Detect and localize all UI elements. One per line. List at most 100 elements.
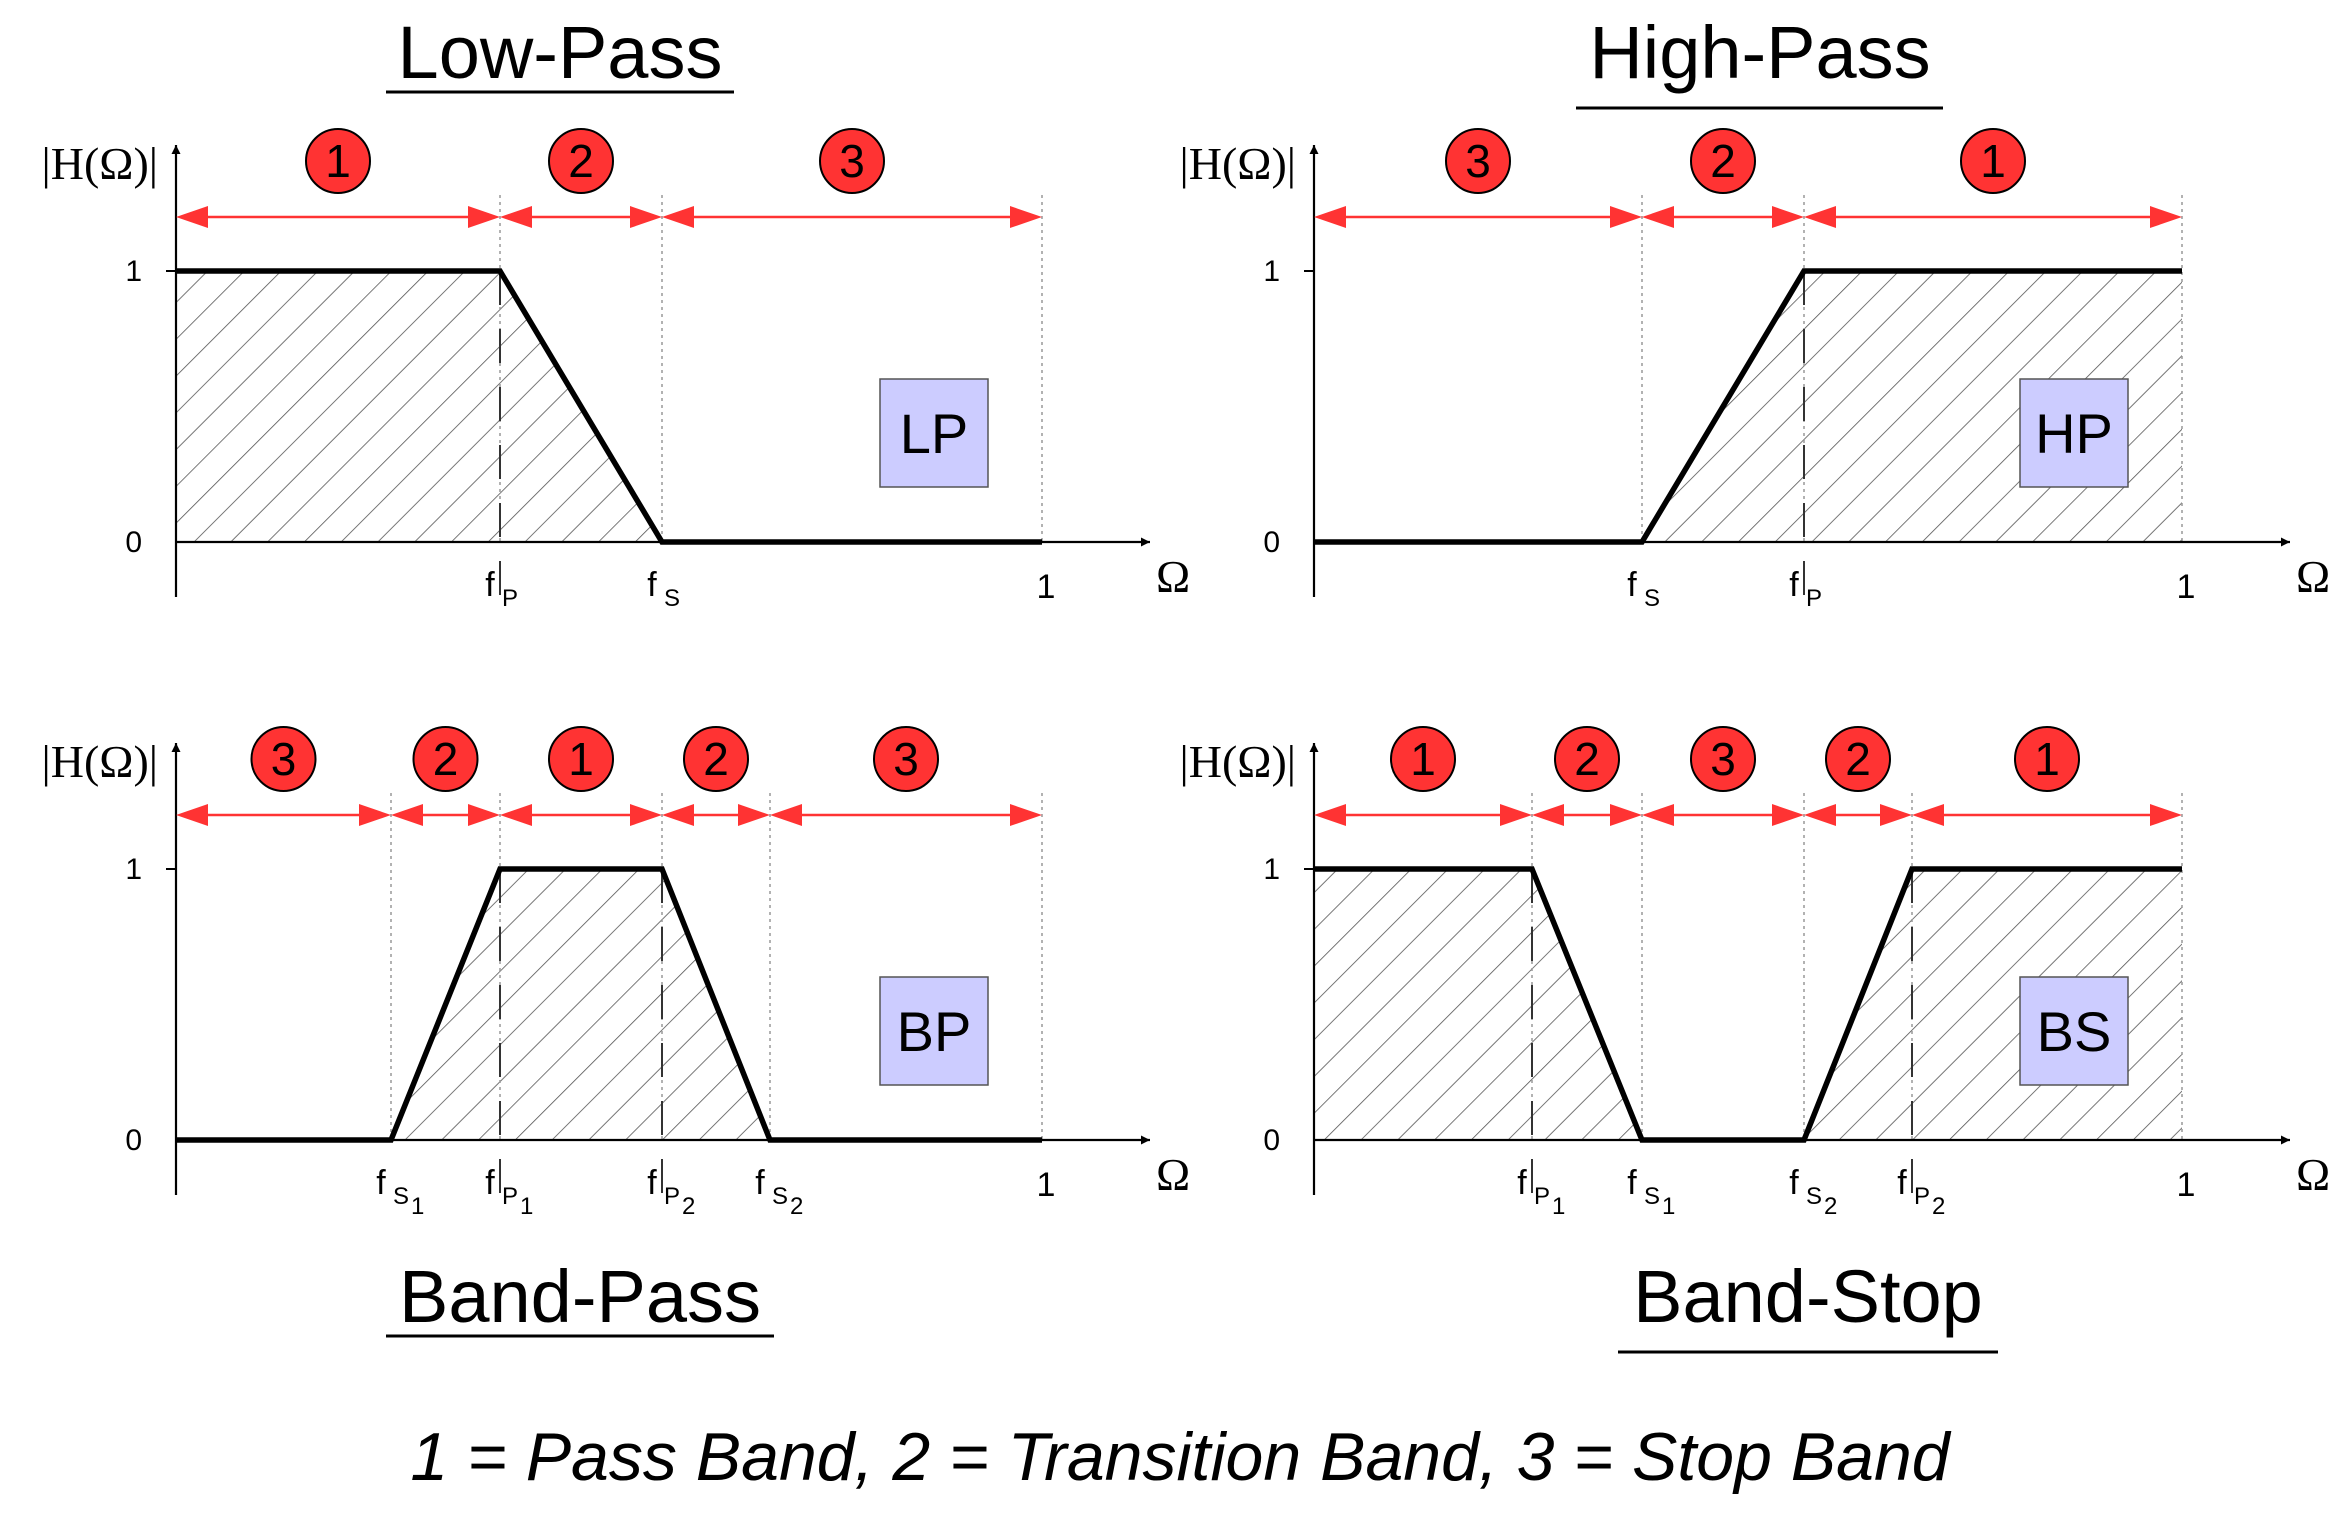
freq-label: f xyxy=(376,1164,386,1202)
freq-label-index: 1 xyxy=(411,1193,424,1220)
band-marker xyxy=(305,128,371,194)
title-low-pass: Low-Pass xyxy=(386,11,734,94)
freq-label: f xyxy=(485,566,495,604)
band-number: 2 xyxy=(703,733,729,785)
freq-label: f xyxy=(1789,566,1799,604)
title-high-pass-text: High-Pass xyxy=(1589,11,1930,94)
x-axis-label: Ω xyxy=(1156,1149,1190,1200)
freq-label-subscript: S xyxy=(1644,1183,1660,1210)
title-band-pass: Band-Pass xyxy=(386,1255,774,1338)
band-marker xyxy=(548,128,614,194)
freq-label: f xyxy=(1517,1164,1527,1202)
band-arrow-head xyxy=(1500,804,1532,826)
band-number: 2 xyxy=(1710,135,1736,187)
band-number: 1 xyxy=(325,135,351,187)
band-arrow-head xyxy=(500,804,532,826)
band-arrow-head xyxy=(738,804,770,826)
band-number: 2 xyxy=(1574,733,1600,785)
band-marker xyxy=(819,128,885,194)
band-arrow-head xyxy=(176,206,208,228)
y-tick-label-1: 1 xyxy=(125,255,142,288)
passband-hatch-area xyxy=(176,869,1042,1140)
filter-type-tag xyxy=(879,976,989,1086)
band-arrow-head xyxy=(1804,206,1836,228)
x-axis-label: Ω xyxy=(1156,551,1190,602)
band-arrow-head xyxy=(1804,804,1836,826)
freq-label: f xyxy=(1789,1164,1799,1202)
band-number: 3 xyxy=(839,135,865,187)
band-arrow-head xyxy=(1880,804,1912,826)
band-marker xyxy=(1690,128,1756,194)
band-number: 1 xyxy=(1410,733,1436,785)
band-number: 1 xyxy=(568,733,594,785)
band-marker xyxy=(873,726,939,792)
x-end-label: 1 xyxy=(2177,1166,2196,1204)
magnitude-response-curve xyxy=(1314,268,2182,545)
band-arrow-head xyxy=(630,206,662,228)
freq-label: f xyxy=(1627,566,1637,604)
band-arrow-head xyxy=(1532,804,1564,826)
band-arrow-head xyxy=(770,804,802,826)
band-marker xyxy=(548,726,614,792)
passband-hatch-area xyxy=(1314,271,2182,542)
freq-label-index: 2 xyxy=(1932,1193,1945,1220)
x-end-label: 1 xyxy=(1037,1166,1056,1204)
band-marker xyxy=(1445,128,1511,194)
freq-label: f xyxy=(1627,1164,1637,1202)
band-arrow-head xyxy=(1642,804,1674,826)
freq-label-index: 2 xyxy=(682,1193,695,1220)
freq-label-index: 1 xyxy=(1662,1193,1675,1220)
band-marker xyxy=(1554,726,1620,792)
band-arrow-head xyxy=(1772,804,1804,826)
band-number: 2 xyxy=(1845,733,1871,785)
band-number: 3 xyxy=(1710,733,1736,785)
y-tick-label-1: 1 xyxy=(125,853,142,886)
freq-label-index: 1 xyxy=(1552,1193,1565,1220)
band-marker xyxy=(1390,726,1456,792)
freq-label-subscript: P xyxy=(1914,1183,1930,1210)
magnitude-response-curve xyxy=(176,268,1042,545)
band-marker xyxy=(1960,128,2026,194)
filter-type-tag-label: LP xyxy=(900,402,969,465)
band-number: 1 xyxy=(1980,135,2006,187)
title-band-stop: Band-Stop xyxy=(1618,1255,1998,1354)
freq-label-subscript: P xyxy=(664,1183,680,1210)
freq-label-subscript: S xyxy=(1644,585,1660,612)
filter-type-tag-label: HP xyxy=(2035,402,2113,465)
y-tick-label-0: 0 xyxy=(125,526,142,559)
freq-label-index: 1 xyxy=(520,1193,533,1220)
x-axis-label: Ω xyxy=(2296,551,2330,602)
magnitude-response-curve xyxy=(1314,866,2182,1143)
freq-label: f xyxy=(485,1164,495,1202)
filter-type-tag xyxy=(2019,976,2129,1086)
title-band-stop-text: Band-Stop xyxy=(1633,1255,1983,1338)
freq-label: f xyxy=(1897,1164,1907,1202)
band-marker xyxy=(2014,726,2080,792)
x-end-label: 1 xyxy=(2177,568,2196,606)
band-arrow-head xyxy=(1642,206,1674,228)
filter-type-tag-label: BS xyxy=(2037,1000,2112,1063)
band-number: 2 xyxy=(433,733,459,785)
freq-label-subscript: S xyxy=(393,1183,409,1210)
band-arrow-head xyxy=(468,206,500,228)
band-number: 2 xyxy=(568,135,594,187)
band-arrow-head xyxy=(1610,804,1642,826)
title-band-pass-text: Band-Pass xyxy=(399,1255,761,1338)
band-arrow-head xyxy=(1314,804,1346,826)
band-arrow-head xyxy=(1010,206,1042,228)
filter-type-tag xyxy=(2019,378,2129,488)
freq-label-subscript: P xyxy=(502,585,518,612)
freq-label-subscript: S xyxy=(1806,1183,1822,1210)
band-marker xyxy=(250,726,317,792)
magnitude-response-curve xyxy=(176,866,1042,1143)
band-number: 1 xyxy=(2034,733,2060,785)
y-axis-label: |H(Ω)| xyxy=(42,736,158,787)
band-number: 3 xyxy=(893,733,919,785)
band-arrow-head xyxy=(359,804,391,826)
band-arrow-head xyxy=(176,804,208,826)
y-axis-label: |H(Ω)| xyxy=(42,138,158,189)
